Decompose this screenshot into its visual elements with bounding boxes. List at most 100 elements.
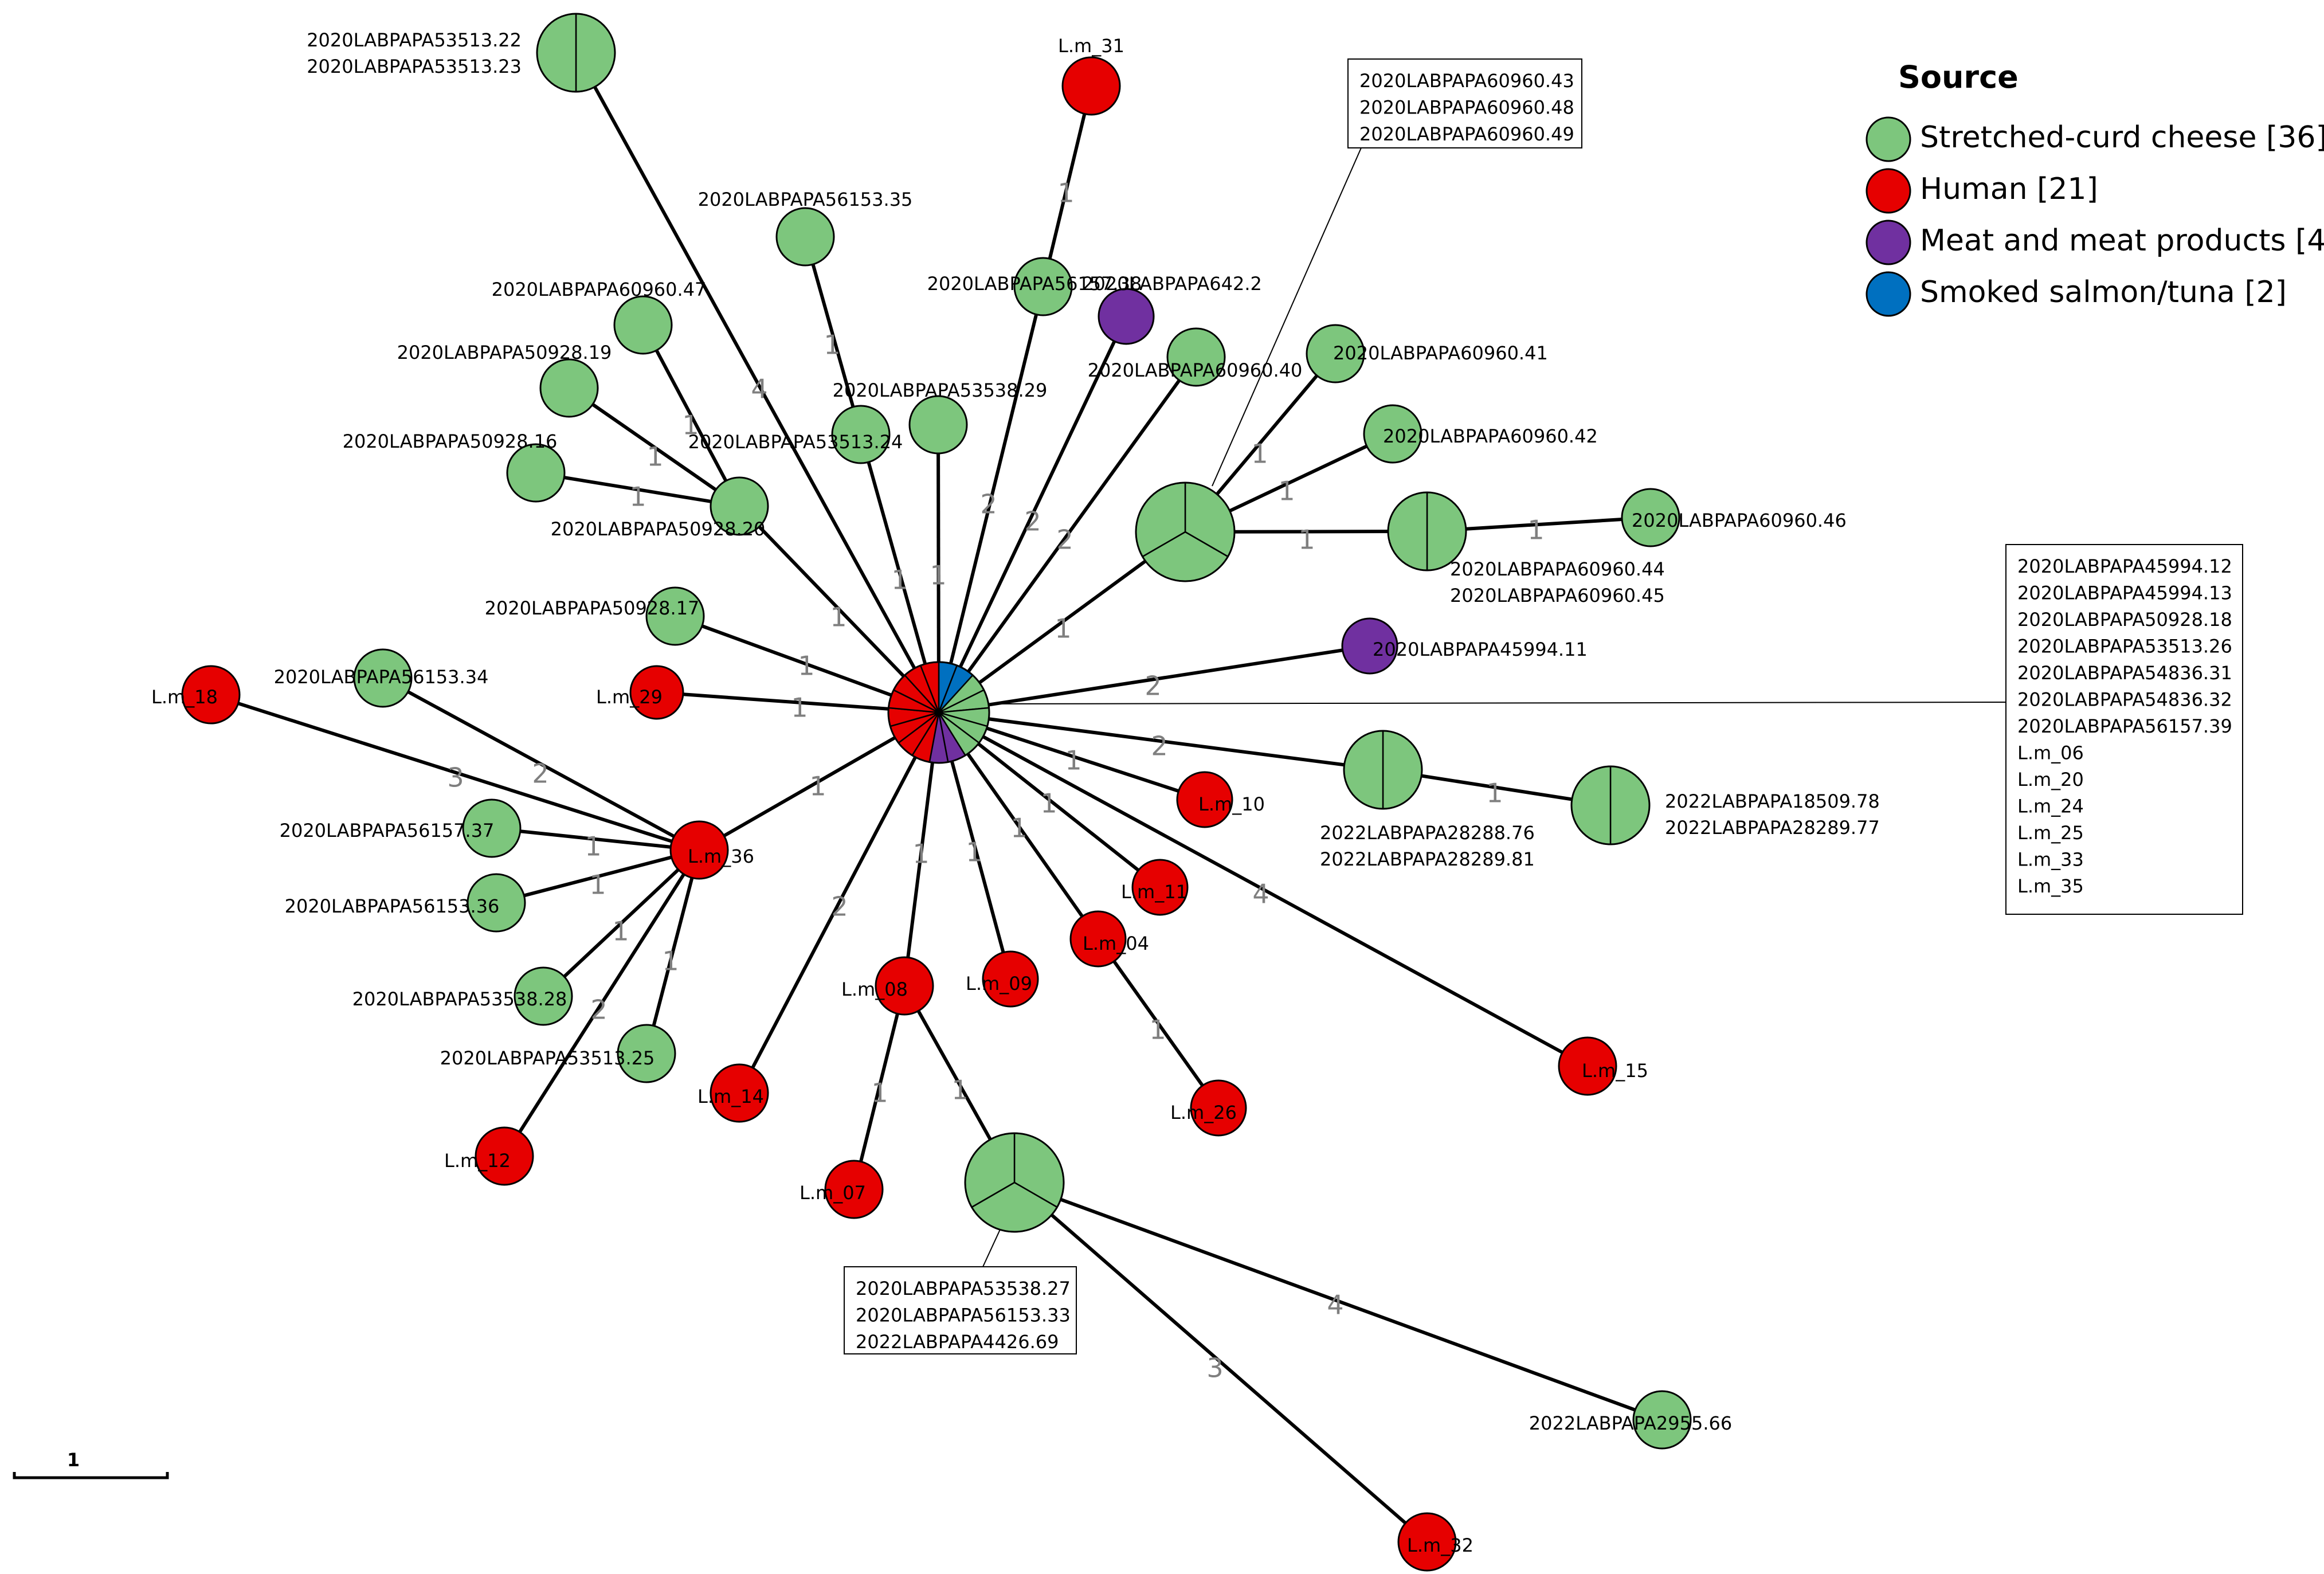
edge-center-lm15 bbox=[938, 711, 1589, 1068]
node-n50928_19 bbox=[539, 358, 599, 418]
node-n53538_28 bbox=[514, 966, 573, 1026]
edge-lm36-n56153_36 bbox=[496, 848, 700, 905]
label-boxes-layer: 2020LABPAPA60960.432020LABPAPA60960.4820… bbox=[844, 58, 2243, 1354]
node-n50928_17 bbox=[645, 586, 705, 646]
node-slice bbox=[908, 395, 968, 455]
edge-label: 1 bbox=[629, 481, 646, 512]
edge-label: 1 bbox=[589, 870, 606, 900]
node-n28288_76 bbox=[1343, 730, 1423, 810]
node-n53538_29 bbox=[908, 395, 968, 455]
node-slice bbox=[710, 1063, 769, 1123]
node-slice bbox=[181, 665, 241, 725]
node-label: 2020LABPAPA60960.40 bbox=[1088, 359, 1303, 381]
node-label: L.m_07 bbox=[800, 1182, 866, 1204]
edge-label: 1 bbox=[824, 330, 840, 361]
label-box-line: L.m_25 bbox=[2017, 822, 2084, 844]
node-slice bbox=[617, 1024, 676, 1083]
node-n50928_20 bbox=[710, 476, 769, 536]
node-slice bbox=[1382, 730, 1423, 810]
node-slice bbox=[1632, 1390, 1692, 1450]
node-label: 2020LABPAPA50928.20 bbox=[551, 518, 766, 540]
edge-label: 1 bbox=[1065, 745, 1081, 776]
label-box-line: L.m_24 bbox=[2017, 796, 2084, 817]
node-slice bbox=[506, 443, 566, 503]
node-label: L.m_11 bbox=[1121, 881, 1188, 903]
node-n50928_16 bbox=[506, 443, 566, 503]
node-label: 2022LABPAPA18509.78 bbox=[1665, 790, 1880, 812]
node-n56157_38 bbox=[1013, 257, 1073, 316]
node-lm14 bbox=[710, 1063, 769, 1123]
node-label: 2020LABPAPA56157.38 bbox=[927, 273, 1142, 295]
edge-center-n28288_76 bbox=[938, 711, 1384, 772]
node-n53538_27 bbox=[964, 1132, 1065, 1233]
edge-label: 1 bbox=[1040, 788, 1057, 819]
edge-label: 1 bbox=[891, 565, 908, 596]
node-outline bbox=[1570, 765, 1651, 845]
node-slice bbox=[1570, 765, 1612, 845]
node-label: 2020LABPAPA53538.28 bbox=[352, 988, 567, 1010]
label-box-line: 2020LABPAPA56153.33 bbox=[856, 1305, 1071, 1326]
scale-bar: 1 bbox=[13, 1449, 169, 1479]
node-label: 2022LABPAPA28288.76 bbox=[1320, 822, 1535, 844]
node-center bbox=[887, 661, 990, 764]
node-label: 2020LABPAPA60960.41 bbox=[1333, 342, 1548, 364]
edge-center-lm14 bbox=[738, 711, 940, 1094]
node-label: 2020LABPAPA53513.22 bbox=[307, 29, 522, 51]
node-slice bbox=[982, 950, 1039, 1008]
node-label: L.m_14 bbox=[697, 1086, 764, 1107]
node-slice bbox=[629, 665, 684, 720]
edge-lm36-lm12 bbox=[503, 849, 701, 1157]
edge-label: 1 bbox=[1149, 1015, 1166, 1046]
node-n642_2 bbox=[1098, 288, 1155, 345]
legend-label: Stretched-curd cheese [36] bbox=[1920, 120, 2324, 155]
legend-swatch bbox=[1866, 220, 1911, 265]
node-slice bbox=[539, 358, 599, 418]
node-slice bbox=[1166, 327, 1226, 387]
node-label: L.m_18 bbox=[151, 686, 218, 708]
edge-label: 1 bbox=[1486, 778, 1503, 809]
node-slice bbox=[831, 405, 891, 464]
node-slice bbox=[353, 648, 413, 708]
node-label: 2020LABPAPA53513.23 bbox=[307, 56, 522, 77]
node-slice bbox=[1363, 404, 1422, 464]
label-box-frame bbox=[2005, 544, 2243, 915]
node-slice bbox=[1609, 765, 1651, 845]
node-label: 2020LABPAPA60960.42 bbox=[1383, 425, 1598, 447]
node-n45994_11 bbox=[1341, 617, 1398, 675]
label-box-box_53538: 2020LABPAPA53538.272020LABPAPA56153.3320… bbox=[844, 1229, 1077, 1354]
edge-center-n53513_22 bbox=[574, 52, 940, 714]
node-lm31 bbox=[1061, 56, 1121, 116]
edge-center-n60960_40 bbox=[937, 356, 1198, 714]
node-slice bbox=[613, 295, 673, 355]
node-label: L.m_32 bbox=[1407, 1534, 1473, 1556]
edge-label: 4 bbox=[751, 374, 767, 405]
node-n56153_34 bbox=[353, 648, 413, 708]
node-slice bbox=[875, 956, 934, 1016]
edge-lm36-n53513_25 bbox=[645, 849, 701, 1054]
node-slice bbox=[1013, 257, 1073, 316]
node-slice bbox=[1131, 859, 1189, 916]
edge-label: 1 bbox=[612, 916, 629, 947]
node-label: 2020LABPAPA60960.45 bbox=[1450, 585, 1665, 606]
edge-label: 1 bbox=[1057, 178, 1074, 209]
label-box-line: 2020LABPAPA50928.18 bbox=[2017, 609, 2232, 631]
edge-lm36-n53538_28 bbox=[542, 848, 701, 998]
label-box-line: 2020LABPAPA54836.31 bbox=[2017, 662, 2232, 684]
node-n18509_78 bbox=[1570, 765, 1651, 845]
node-slice bbox=[1387, 491, 1428, 571]
node-n2955_66 bbox=[1632, 1390, 1692, 1450]
label-box-line: 2020LABPAPA56157.39 bbox=[2017, 715, 2232, 737]
node-label: 2022LABPAPA2955.66 bbox=[1529, 1412, 1732, 1434]
node-label: 2020LABPAPA53538.29 bbox=[833, 379, 1048, 401]
legend-swatch bbox=[1866, 271, 1911, 317]
nodes-layer bbox=[181, 13, 1692, 1572]
label-box-frame bbox=[1347, 58, 1582, 148]
label-box-line: 2020LABPAPA53513.26 bbox=[2017, 636, 2232, 657]
node-label: L.m_09 bbox=[966, 973, 1032, 994]
legend-item: Human [21] bbox=[1866, 168, 2098, 214]
edge-label: 1 bbox=[871, 1078, 888, 1109]
node-lm07 bbox=[824, 1160, 884, 1219]
node-label: L.m_36 bbox=[688, 845, 754, 867]
edge-label: 2 bbox=[1056, 524, 1073, 555]
node-outline bbox=[1135, 481, 1236, 582]
